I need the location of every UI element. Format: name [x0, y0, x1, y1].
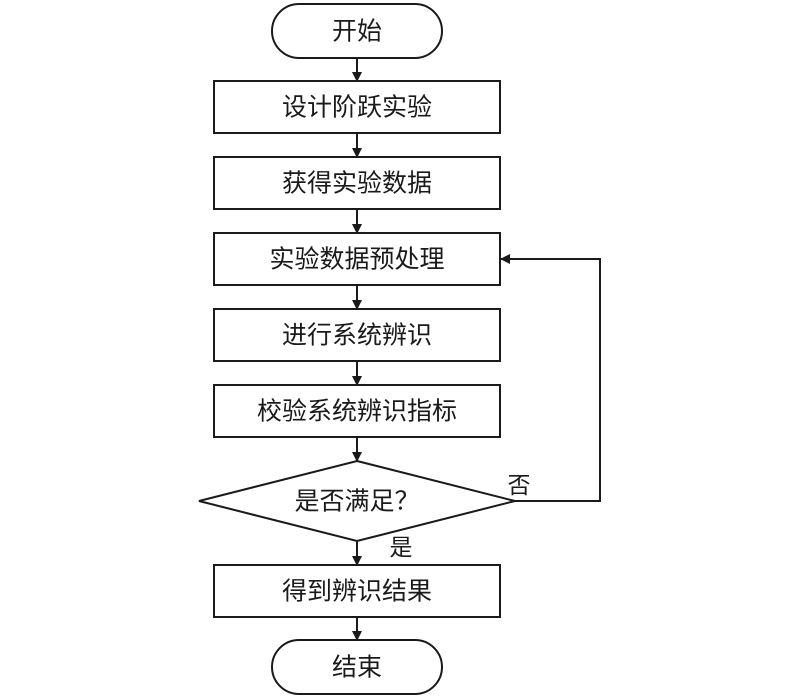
end-terminal	[271, 639, 443, 695]
no-branch-label: 否	[508, 473, 531, 499]
process-step-label: 校验系统辨识指标	[257, 397, 457, 426]
process-step-label: 实验数据预处理	[269, 245, 444, 274]
process-step-label: 进行系统辨识	[282, 321, 432, 350]
yes-branch-label: 是	[390, 535, 413, 561]
process-step-box	[213, 156, 501, 210]
result-label: 得到辨识结果	[282, 577, 432, 606]
process-step-box	[213, 308, 501, 362]
process-step-box	[213, 80, 501, 134]
decision-label: 是否满足？	[294, 487, 419, 516]
process-step-box	[213, 384, 501, 438]
start-terminal	[271, 3, 443, 59]
decision-diamond	[198, 459, 516, 543]
start-label: 开始	[332, 17, 382, 46]
arrow-feedback-loop	[500, 254, 601, 502]
process-step-label: 设计阶跃实验	[282, 93, 432, 122]
result-box	[213, 564, 501, 618]
process-step-label: 获得实验数据	[282, 169, 432, 198]
process-step-box	[213, 232, 501, 286]
end-label: 结束	[332, 653, 382, 682]
